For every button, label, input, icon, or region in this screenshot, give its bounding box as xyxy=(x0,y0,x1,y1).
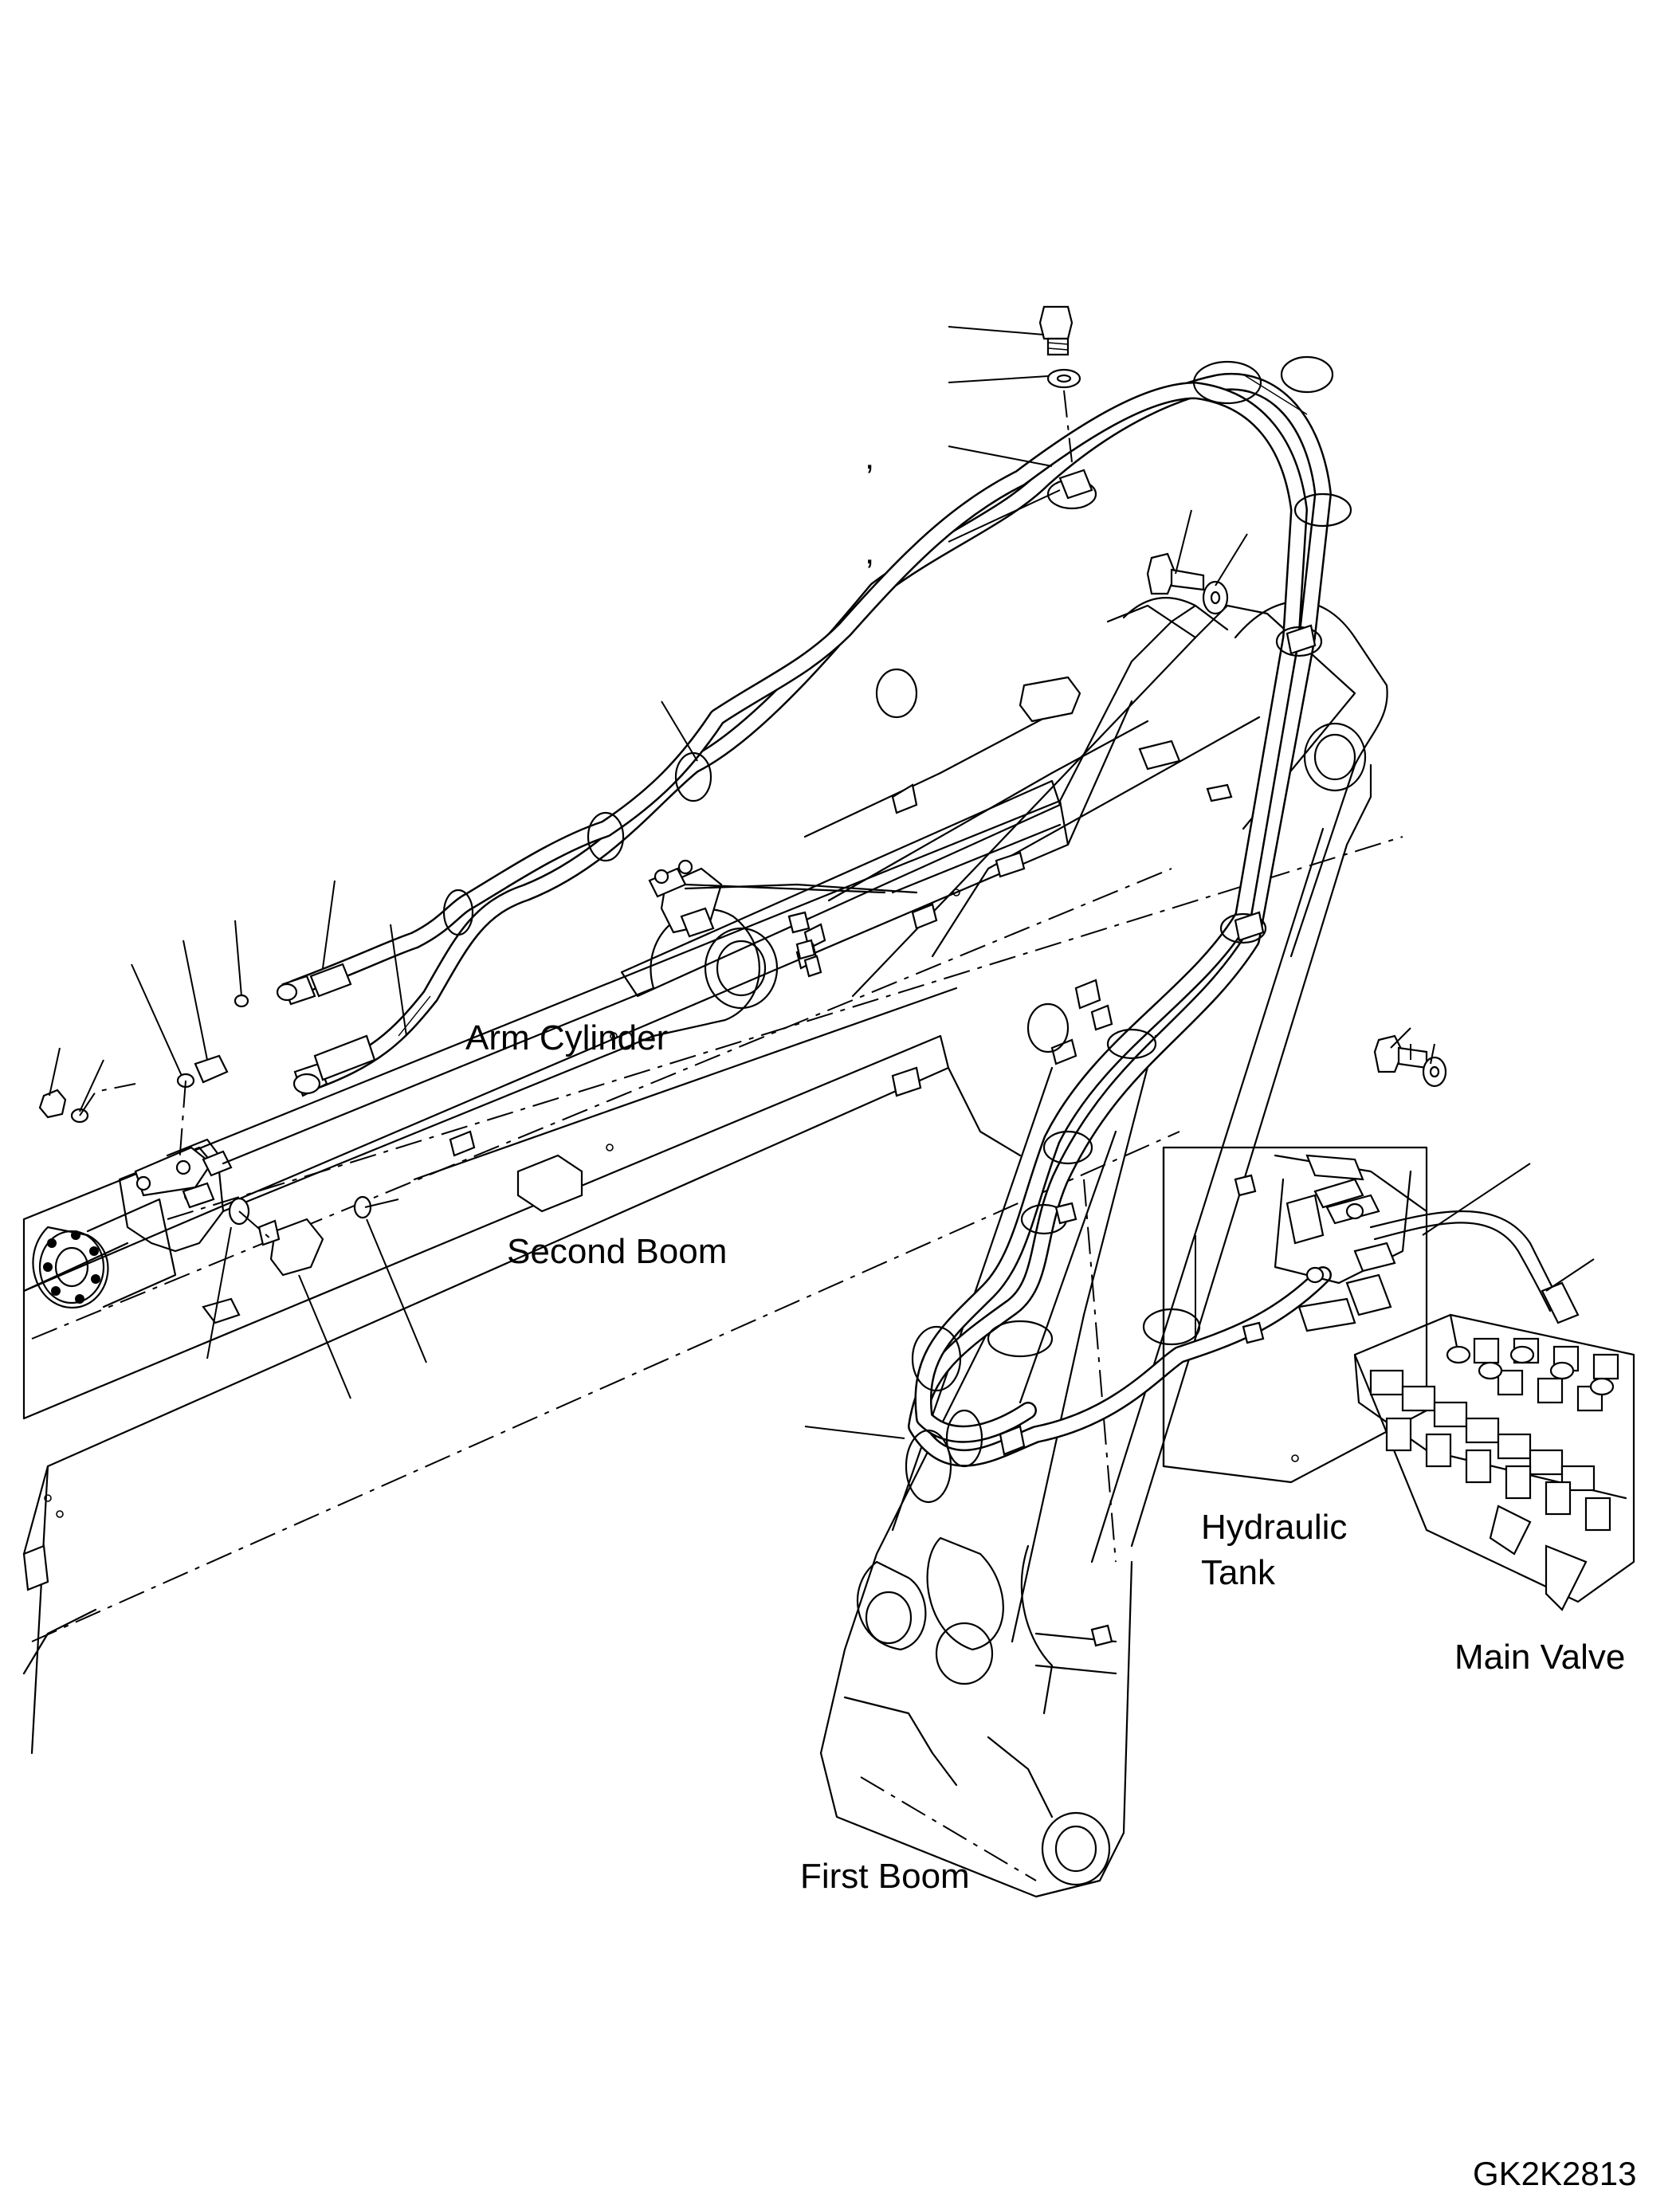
main-valve-drawing xyxy=(1353,1313,1635,1611)
left-fittings xyxy=(38,994,372,1277)
second-boom-outline xyxy=(22,620,1403,1755)
arm-cylinder-drawing xyxy=(22,859,918,1309)
hydraulic-tank-label-line1: Hydraulic xyxy=(1201,1508,1348,1547)
arm-cylinder-label: Arm Cylinder xyxy=(465,1018,669,1057)
leader-lines xyxy=(49,326,1595,1439)
hose-assembly xyxy=(276,355,1580,1504)
top-bolt-group xyxy=(1038,305,1447,1088)
boom-top-structure xyxy=(449,604,1356,1157)
main-valve-label: Main Valve xyxy=(1454,1638,1626,1677)
valve-spools xyxy=(1369,1337,1619,1611)
first-boom-label: First Boom xyxy=(800,1857,970,1896)
drawing-code: GK2K2813 xyxy=(1473,2155,1637,2192)
comma-mark-2: , xyxy=(865,532,875,571)
hydraulic-tank-drawing xyxy=(1162,1146,1428,1484)
second-boom-label: Second Boom xyxy=(507,1232,728,1271)
hydraulic-tank-label-line2: Tank xyxy=(1201,1553,1275,1592)
comma-mark-1: , xyxy=(865,437,875,477)
